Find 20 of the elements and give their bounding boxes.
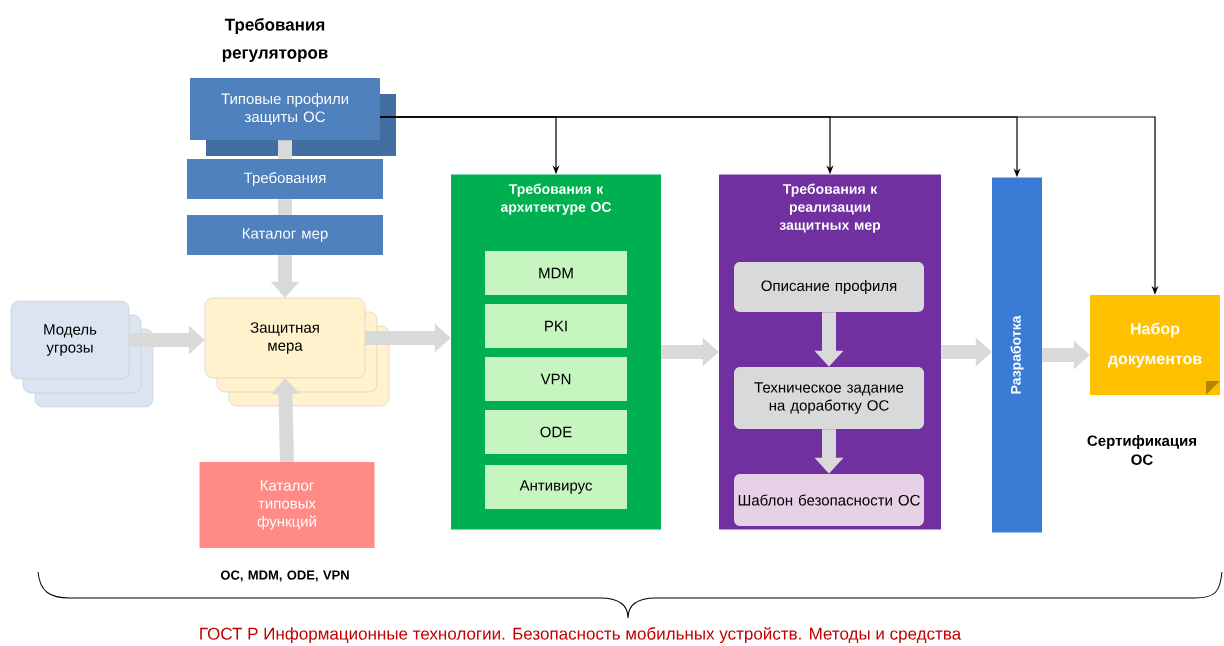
step-box: Описание профиля — [734, 262, 924, 312]
documents-note: Набор документов — [1090, 295, 1220, 395]
profile-box: Типовые профили защиты ОС — [190, 78, 396, 156]
caption: ГОСТ Р Информационные технологии. Безопасность мобильных устройств. Методы и средства — [200, 626, 962, 644]
component-box: VPN — [485, 357, 627, 401]
catalog-box: Каталог мер — [187, 215, 383, 255]
requirements-box: Требования — [187, 159, 383, 199]
measure-card: Защитная мера — [204, 297, 390, 407]
heading: Требования регуляторов — [222, 18, 328, 62]
component-box: ODE — [485, 410, 627, 454]
threat-model-card: Модель угрозы — [10, 300, 154, 408]
heading: ОС, MDM, ODE, VPN — [220, 570, 349, 582]
component-box: PKI — [485, 304, 627, 348]
development-bar: Разработка — [992, 177, 1042, 533]
component-box: Антивирус — [485, 465, 627, 509]
functions-box: Каталог типовых функций — [199, 462, 375, 548]
component-box: MDM — [485, 251, 627, 295]
step-box: Техническое задание на доработку ОС — [734, 367, 924, 429]
template-box: Шаблон безопасности ОС — [734, 474, 924, 526]
heading: Сертификация ОС — [1087, 435, 1196, 465]
